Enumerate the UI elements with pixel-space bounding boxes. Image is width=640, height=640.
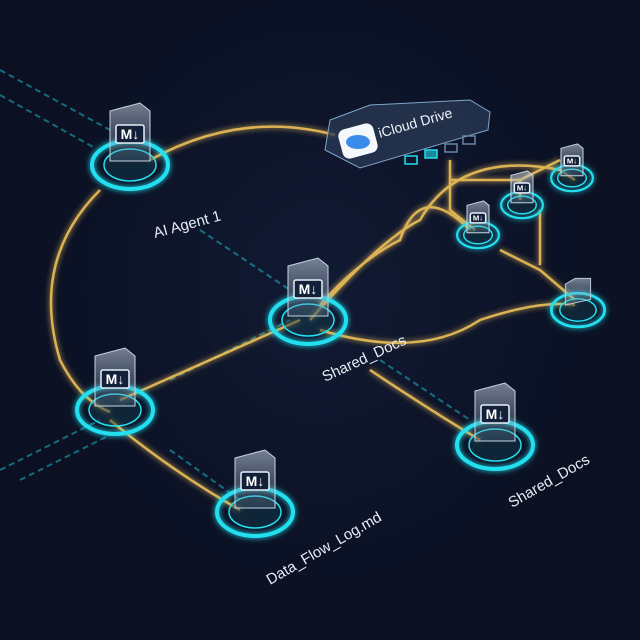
markdown-badge-text: M↓ [246, 473, 265, 489]
markdown-badge-text: M↓ [473, 214, 483, 223]
node-small-doc-3[interactable]: M↓ [549, 143, 594, 193]
markdown-badge-text: M↓ [486, 406, 505, 422]
node-label-shared-docs-right: Shared_Docs [506, 451, 593, 511]
node-shared-docs-right[interactable]: M↓ [455, 382, 535, 471]
markdown-badge-text: M↓ [567, 157, 577, 166]
markdown-badge-text: M↓ [121, 126, 140, 142]
node-folder-node[interactable] [550, 277, 607, 329]
node-label-ai-agent: AI Agent 1 [152, 208, 223, 242]
markdown-badge [469, 212, 487, 224]
markdown-badge [100, 369, 130, 389]
markdown-badge-text: M↓ [106, 371, 125, 387]
node-small-doc-2[interactable]: M↓ [500, 170, 545, 220]
markdown-badge-text: M↓ [299, 281, 318, 297]
node-label-data-flow-log: Data_Flow_Log.md [264, 509, 385, 589]
icloud-drive-card[interactable]: iCloud Drive [324, 99, 491, 169]
markdown-badge [293, 279, 323, 299]
cloud-shape [346, 135, 370, 149]
node-data-flow-log[interactable]: M↓ [215, 449, 295, 538]
node-shared-docs-center[interactable]: M↓ [268, 257, 348, 346]
markdown-badge [563, 155, 581, 167]
markdown-badge [240, 471, 270, 491]
node-ai-agent[interactable]: M↓ [90, 102, 170, 191]
markdown-badge [480, 404, 510, 424]
markdown-badge [513, 182, 531, 194]
node-left-hub[interactable]: M↓ [75, 347, 155, 436]
folder-icon [564, 277, 592, 306]
markdown-badge [115, 124, 145, 144]
node-small-doc-1[interactable]: M↓ [456, 200, 501, 250]
folder-icons [404, 135, 476, 165]
markdown-badge-text: M↓ [517, 184, 527, 193]
